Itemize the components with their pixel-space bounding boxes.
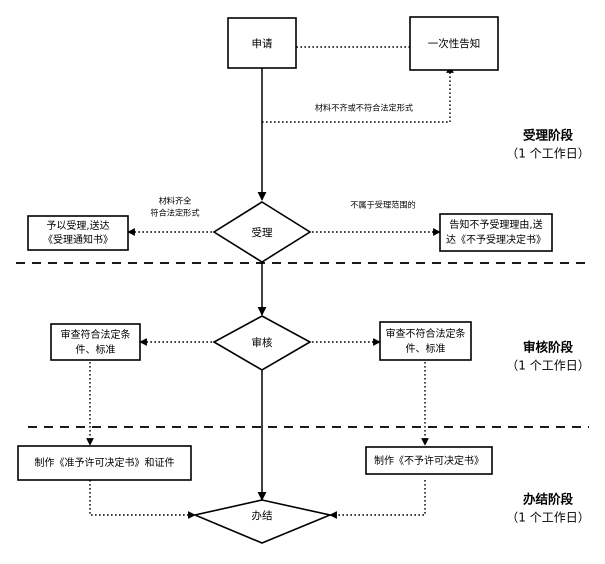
node-accept-yes-line2: 《受理通知书》	[43, 233, 113, 246]
node-make-reject-label: 制作《不予许可决定书》	[374, 454, 484, 467]
node-review-fail-line2: 件、标准	[406, 343, 446, 355]
stage-label-completion: 办结阶段 （1 个工作日）	[506, 492, 589, 525]
node-review[interactable]: 审核	[212, 315, 312, 371]
node-make-permit-label: 制作《准予许可决定书》和证件	[35, 456, 175, 469]
node-one-time-notice-label: 一次性告知	[428, 37, 481, 50]
node-accept[interactable]: 受理	[212, 201, 312, 263]
node-review-ok-box[interactable]: 审查符合法定条 件、标准	[50, 323, 141, 361]
edge-label-materials-complete-line2: 符合法定形式	[150, 208, 199, 218]
node-review-ok-line1: 审查符合法定条	[61, 328, 131, 341]
node-accept-no-line1: 告知不予受理理由,送	[449, 218, 542, 231]
stage-label-acceptance: 受理阶段 （1 个工作日）	[506, 128, 589, 161]
edge-label-out-of-scope: 不属于受理范围的	[350, 200, 416, 210]
node-accept-yes-box[interactable]: 予以受理,送达 《受理通知书》	[27, 215, 129, 251]
edge-make-permit-to-complete	[89, 480, 196, 519]
stage-label-review: 审核阶段 （1 个工作日）	[506, 340, 589, 373]
node-one-time-notice[interactable]: 一次性告知	[409, 16, 499, 71]
stage-acceptance-duration: （1 个工作日）	[506, 147, 589, 161]
node-review-ok-line2: 件、标准	[76, 344, 116, 356]
node-review-label: 审核	[252, 336, 273, 349]
node-apply-label: 申请	[252, 37, 273, 50]
node-accept-no-line2: 达《不予受理决定书》	[446, 233, 546, 246]
stage-review-duration: （1 个工作日）	[506, 359, 589, 373]
edge-label-materials-incomplete: 材料不齐或不符合法定形式	[315, 103, 413, 113]
node-make-reject[interactable]: 制作《不予许可决定书》	[365, 446, 493, 475]
stage-review-name: 审核阶段	[523, 340, 574, 355]
node-accept-no-box[interactable]: 告知不予受理理由,送 达《不予受理决定书》	[439, 213, 553, 252]
node-review-fail-line1: 审查不符合法定条	[386, 327, 466, 340]
edge-incomplete-to-notice	[262, 65, 454, 123]
node-complete[interactable]: 办结	[192, 499, 333, 544]
stage-completion-name: 办结阶段	[523, 492, 574, 507]
node-make-permit[interactable]: 制作《准予许可决定书》和证件	[17, 445, 192, 481]
edge-label-materials-complete-line1: 材料齐全	[159, 196, 192, 206]
node-review-fail-box[interactable]: 审查不符合法定条 件、标准	[379, 321, 472, 361]
stage-acceptance-name: 受理阶段	[523, 128, 574, 143]
node-accept-label: 受理	[252, 227, 273, 239]
edge-make-reject-to-complete	[329, 480, 426, 519]
node-accept-yes-line1: 予以受理,送达	[46, 219, 109, 232]
node-apply[interactable]: 申请	[227, 17, 297, 69]
node-complete-label: 办结	[252, 509, 273, 522]
stage-completion-duration: （1 个工作日）	[506, 511, 589, 525]
